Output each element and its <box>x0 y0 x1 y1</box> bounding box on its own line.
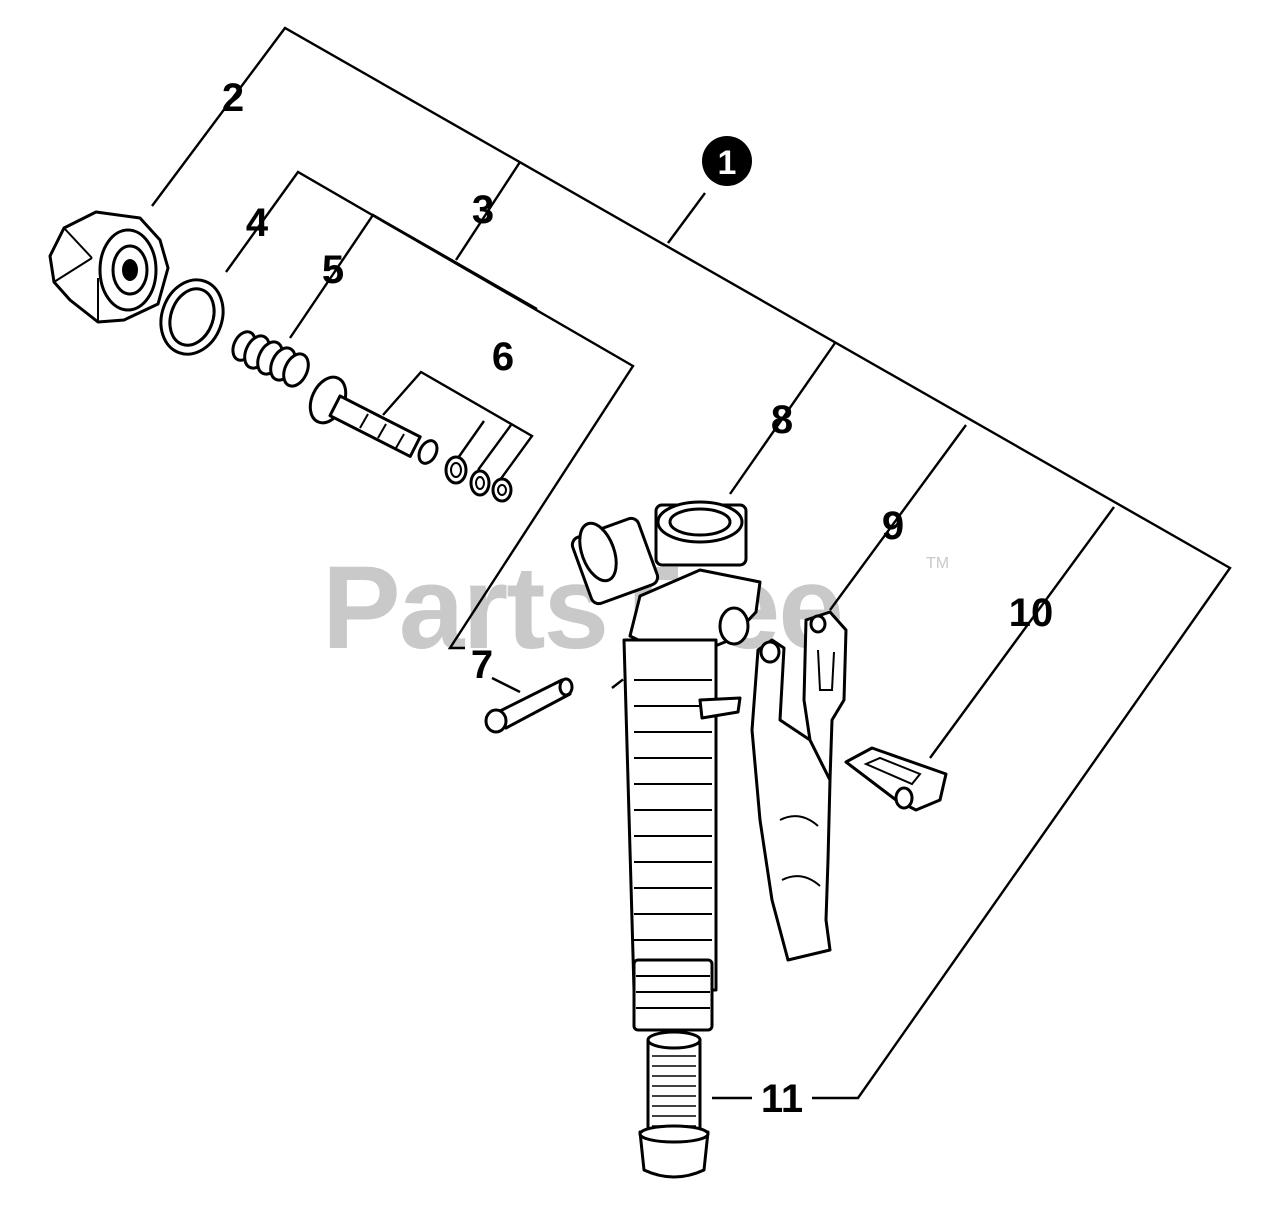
callout-10-label: 10 <box>1009 591 1054 635</box>
o-ring-icon <box>469 469 491 497</box>
callout-5-label: 5 <box>322 248 344 292</box>
callout-7-label: 7 <box>471 643 493 687</box>
callout-8-label: 8 <box>771 398 793 442</box>
lever-icon <box>750 610 848 962</box>
callout-1: 1 <box>702 136 752 186</box>
callout-3-label: 3 <box>472 188 494 232</box>
callout-4-label: 4 <box>246 201 269 245</box>
hex-nut-icon <box>48 210 170 324</box>
watermark-trademark: TM <box>926 555 949 572</box>
callout-6-label: 6 <box>492 335 514 379</box>
spring-icon <box>231 330 310 388</box>
o-ring-icon <box>491 477 513 503</box>
callout-9-label: 9 <box>882 504 904 548</box>
valve-body-icon <box>570 500 762 1032</box>
valve-stem-icon <box>308 375 439 465</box>
filter-icon <box>638 1030 710 1179</box>
clip-icon <box>844 746 948 812</box>
small-o-rings <box>444 455 513 503</box>
callout-11-label: 11 <box>761 1077 803 1121</box>
o-ring-icon <box>159 278 225 356</box>
callout-1-badge <box>702 136 752 186</box>
o-ring-icon <box>444 455 468 485</box>
pin-icon <box>484 677 574 734</box>
leader-lines <box>151 26 1232 1100</box>
callout-1-label: 1 <box>718 144 737 182</box>
callout-2-label: 2 <box>222 76 244 120</box>
